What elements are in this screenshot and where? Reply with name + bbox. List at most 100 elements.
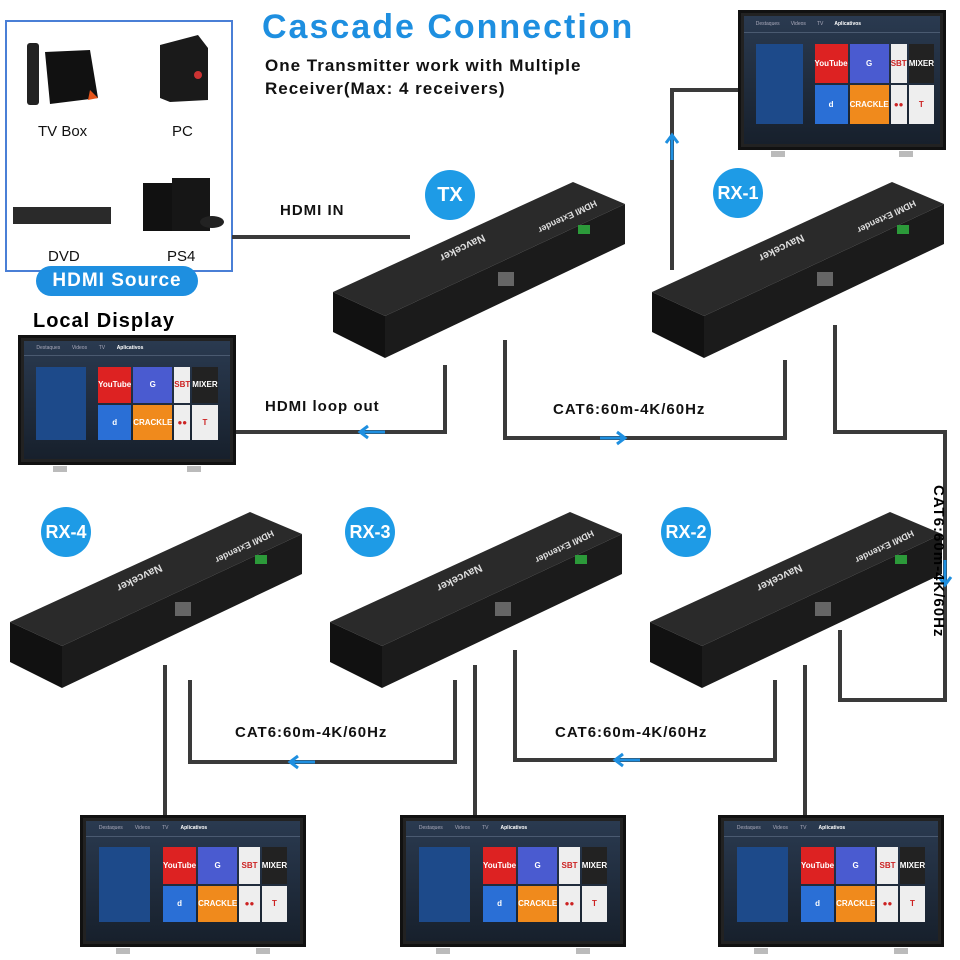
page-title: Cascade Connection — [262, 8, 635, 46]
rj45-port — [815, 602, 831, 616]
label-cat6-bottom-left: CAT6:60m-4K/60Hz — [235, 724, 388, 741]
tv-tab: Videos — [71, 345, 88, 352]
app-tile: d — [483, 885, 517, 922]
badge-rx4: RX-4 — [41, 507, 91, 557]
arrow-cat6-right — [937, 560, 953, 588]
tv-tab: TV — [800, 825, 807, 832]
app-tile: d — [98, 404, 132, 441]
tv-tab: Aplicativos — [818, 825, 846, 832]
app-tile: MIXER — [192, 366, 218, 403]
terminal-block — [895, 555, 907, 564]
app-tile: G — [133, 366, 173, 403]
arrow-cat6-bottom-left — [287, 754, 315, 770]
arrow-cat6-bottom-mid — [612, 752, 640, 768]
tv-tab: Destaques — [736, 825, 761, 832]
pc-icon — [160, 35, 208, 102]
tv-tab: Videos — [454, 825, 470, 832]
app-tile: MIXER — [581, 847, 608, 884]
tv-tab: Aplicativos — [116, 345, 144, 352]
tv-tab: Videos — [134, 825, 150, 832]
label-hdmi-in: HDMI IN — [280, 202, 345, 219]
app-tile: ●● — [174, 404, 191, 441]
app-tile: T — [192, 404, 218, 441]
tv-tab: TV — [98, 345, 106, 352]
source-label-tv-box: TV Box — [38, 123, 88, 140]
app-tile: YouTube — [483, 847, 517, 884]
source-label-pc: PC — [172, 123, 193, 140]
hdmi-rx1-tv-cable — [670, 88, 738, 270]
arrow-rx1-tv — [664, 132, 680, 160]
rx4-device: Navceker HDMI Extender — [10, 512, 302, 688]
label-cat6-top: CAT6:60m-4K/60Hz — [553, 401, 706, 418]
tv-tab: Aplicativos — [834, 20, 862, 27]
source-label-dvd: DVD — [48, 248, 80, 265]
tv-tab: Destaques — [36, 345, 61, 352]
app-store-tile — [98, 847, 151, 922]
app-tile: d — [801, 885, 835, 922]
dvd-icon — [13, 207, 111, 224]
app-tile: T — [899, 885, 926, 922]
terminal-block — [578, 225, 590, 234]
rj45-port — [495, 602, 511, 616]
app-tile: YouTube — [801, 847, 835, 884]
cat6-rx2-rx3-cable — [513, 650, 777, 762]
terminal-block — [575, 555, 587, 564]
tv-tab: Destaques — [98, 825, 123, 832]
subtitle-line-1: One Transmitter work with Multiple — [265, 56, 582, 75]
ps4-icon — [143, 178, 224, 231]
app-tile: T — [908, 84, 935, 124]
arrow-cat6-top — [600, 430, 628, 446]
app-store-tile — [736, 847, 789, 922]
app-store-tile — [36, 366, 86, 441]
app-tile: ●● — [890, 84, 907, 124]
rx3-device: Navceker HDMI Extender — [330, 512, 622, 688]
tv-tab: Destaques — [418, 825, 443, 832]
rx1-device: Navceker HDMI Extender — [652, 182, 944, 358]
app-tile: SBT — [890, 44, 907, 83]
terminal-block — [255, 555, 267, 564]
app-tile: d — [814, 84, 848, 124]
tv-tab: TV — [482, 825, 489, 832]
app-tile: G — [518, 847, 558, 884]
label-hdmi-loop-out: HDMI loop out — [265, 398, 380, 415]
badge-rx2: RX-2 — [661, 507, 711, 557]
app-tile: YouTube — [163, 847, 197, 884]
app-tile: G — [836, 847, 876, 884]
app-tile: ●● — [877, 885, 898, 922]
tx-device: Navceker HDMI Extender — [333, 182, 625, 358]
app-tile: G — [849, 44, 889, 83]
tv-tab: Aplicativos — [180, 825, 208, 832]
badge-rx1: RX-1 — [713, 168, 763, 218]
app-tile: SBT — [559, 847, 580, 884]
rj45-port — [175, 602, 191, 616]
app-store-tile — [418, 847, 471, 922]
app-tile: ●● — [239, 885, 260, 922]
label-cat6-bottom-mid: CAT6:60m-4K/60Hz — [555, 724, 708, 741]
terminal-block — [897, 225, 909, 234]
tv-tab: Aplicativos — [500, 825, 528, 832]
tv-tab: Videos — [790, 20, 806, 27]
subtitle-line-2: Receiver(Max: 4 receivers) — [265, 79, 506, 98]
app-tile: SBT — [877, 847, 898, 884]
app-tile: YouTube — [814, 44, 848, 83]
app-tile: ●● — [559, 885, 580, 922]
flow-arrows — [287, 132, 953, 770]
arrow-loop-out — [357, 424, 385, 440]
app-tile: CRACKLE — [133, 404, 173, 441]
app-tile: d — [163, 885, 197, 922]
app-tile: CRACKLE — [198, 885, 238, 922]
app-tile: G — [198, 847, 238, 884]
source-label-ps4: PS4 — [167, 248, 196, 265]
app-tile: CRACKLE — [518, 885, 558, 922]
app-tile: T — [581, 885, 608, 922]
app-tile: CRACKLE — [849, 84, 889, 124]
app-tile: CRACKLE — [836, 885, 876, 922]
cat6-rx3-rx4-cable — [188, 680, 457, 764]
badge-rx3: RX-3 — [345, 507, 395, 557]
source-device-icons — [13, 35, 224, 231]
